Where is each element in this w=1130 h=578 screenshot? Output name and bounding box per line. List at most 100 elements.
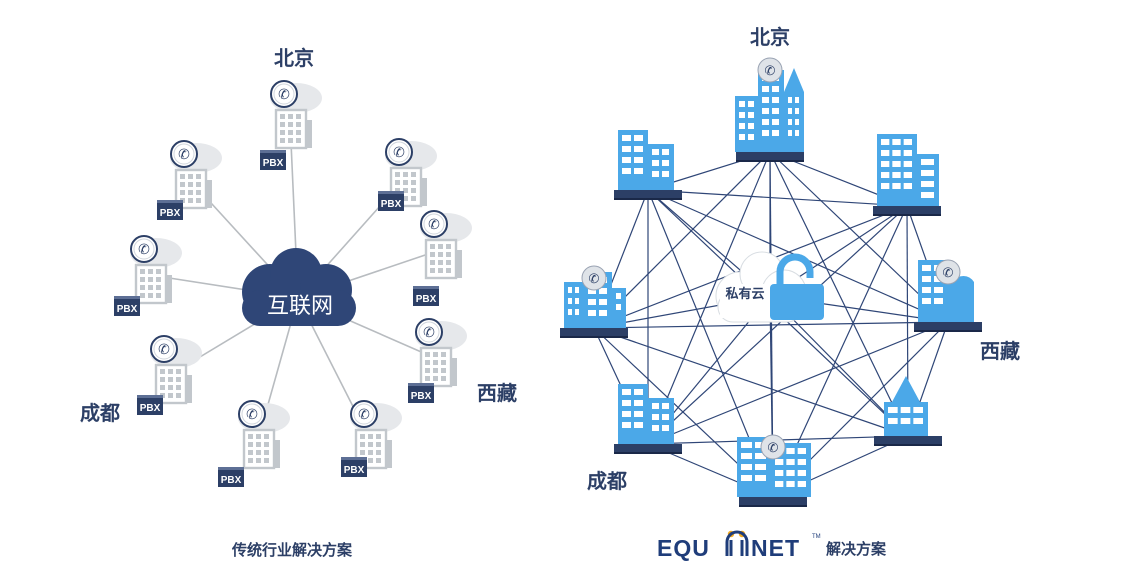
building-window [433, 360, 438, 365]
building-window [264, 434, 269, 439]
switch-box [614, 190, 682, 198]
tower-window [795, 130, 799, 136]
building-window [148, 269, 153, 274]
building-window [148, 285, 153, 290]
building-window [248, 442, 253, 447]
tower-window [892, 172, 901, 178]
building-window [376, 434, 381, 439]
tower-window [762, 108, 769, 114]
building-window [368, 442, 373, 447]
tower-window [788, 119, 792, 125]
building-window [160, 385, 165, 390]
tower-window [892, 139, 901, 145]
building-window [180, 182, 185, 187]
tower-window [900, 407, 911, 413]
tower-window [788, 130, 792, 136]
tower-window [741, 475, 752, 481]
switch-box [560, 328, 628, 336]
tower-window [922, 287, 931, 293]
building-window [433, 368, 438, 373]
building-window [188, 174, 193, 179]
switch-box [614, 444, 682, 452]
blue-building-beijing: ✆ [735, 57, 804, 162]
brand-trademark: TM [812, 534, 821, 540]
office-building-n2: ✆PBX [378, 138, 437, 211]
building-window [280, 130, 285, 135]
tower-window [913, 407, 923, 413]
tower-window [652, 403, 659, 409]
building-window [140, 293, 145, 298]
tower-window [788, 97, 792, 103]
building-window [248, 434, 253, 439]
phone-icon: ✆ [246, 407, 258, 423]
office-building-n7: ✆PBX [341, 400, 402, 477]
building-window [248, 450, 253, 455]
tower-window [888, 407, 898, 413]
tower-window [797, 459, 806, 465]
phone-icon: ✆ [178, 147, 190, 163]
building-window [140, 277, 145, 282]
tower-window [772, 130, 779, 136]
mesh-link [647, 189, 908, 207]
tower-window [892, 150, 901, 156]
tower-window [634, 389, 643, 395]
building-side [166, 275, 172, 303]
tower-window [634, 411, 643, 417]
mesh-link [593, 327, 909, 437]
tower-window [748, 123, 754, 129]
switch-box [874, 436, 942, 444]
building-window [368, 458, 373, 463]
phone-icon: ✆ [358, 407, 370, 423]
building-window [403, 180, 408, 185]
building-window [368, 434, 373, 439]
pbx-box [408, 386, 434, 403]
tower-window [913, 418, 923, 424]
building-side [206, 180, 212, 208]
switch-box [736, 152, 804, 160]
building-window [441, 376, 446, 381]
left-nodes: ✆PBX✆PBX✆PBX✆PBX✆PBX✆PBX✆PBX✆PBX✆PBX [114, 80, 472, 487]
left-city-tibet: 西藏 [477, 381, 517, 405]
tower-window [588, 288, 596, 294]
building-window [438, 268, 443, 273]
internet-cloud: 互联网 [242, 248, 356, 326]
building-window [140, 285, 145, 290]
building-window [296, 114, 301, 119]
office-building-chengdu: ✆PBX [137, 335, 202, 415]
building-window [360, 442, 365, 447]
tower-window [900, 418, 911, 424]
tower-window [662, 403, 669, 409]
tower-window [599, 299, 607, 305]
tower-window [748, 134, 754, 140]
building-window [156, 269, 161, 274]
tower-window [934, 298, 943, 304]
tower-window [903, 172, 912, 178]
tower-window [588, 310, 596, 316]
right-nodes: ✆✆✆✆ [560, 57, 982, 507]
building-window [376, 450, 381, 455]
tower-window [786, 470, 795, 476]
tower-window [568, 298, 572, 304]
building-window [411, 196, 416, 201]
switch-box [873, 206, 941, 214]
lock-icon [770, 253, 824, 320]
brand-text-part2: NET [751, 535, 800, 561]
building-window [441, 352, 446, 357]
building-window [156, 277, 161, 282]
tower-window [881, 161, 890, 167]
building-window [196, 182, 201, 187]
building-window [446, 252, 451, 257]
right-caption: 解决方案 [826, 540, 887, 558]
tower-window [634, 400, 643, 406]
blue-building-south: ✆ [737, 434, 811, 507]
tower-shape [648, 144, 674, 190]
tower-window [739, 112, 745, 118]
tower-window [797, 470, 806, 476]
blue-building-west: ✆ [560, 265, 628, 338]
tower-window [903, 183, 912, 189]
tower-window [881, 150, 890, 156]
tower-window [775, 470, 784, 476]
tower-window [568, 309, 572, 315]
office-building-n1: ✆PBX [157, 140, 222, 220]
